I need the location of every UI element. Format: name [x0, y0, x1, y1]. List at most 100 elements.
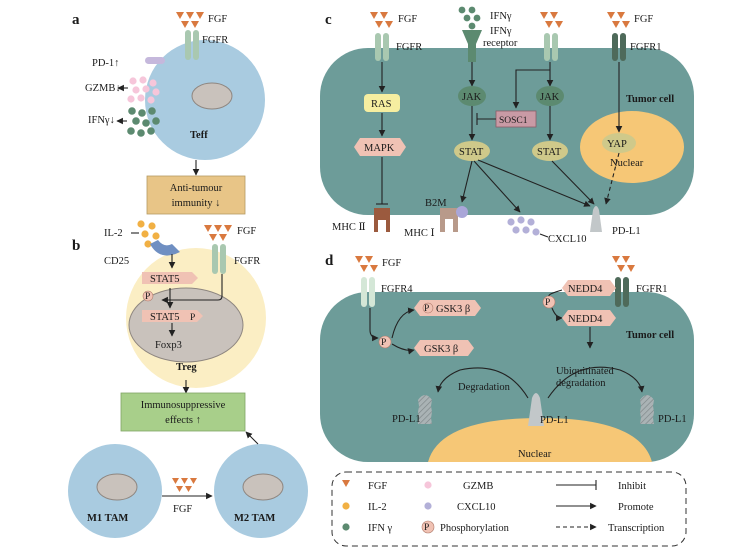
foxp3-label: Foxp3 — [155, 340, 182, 351]
nuclear-d — [428, 418, 652, 462]
teff-label: Teff — [190, 130, 208, 141]
stat5-nuclear-p: P — [190, 313, 195, 323]
nedd4-bottom-box — [562, 310, 616, 326]
yap-node — [602, 133, 636, 153]
ras-box — [364, 94, 400, 112]
fgf-label: FGF — [208, 14, 227, 25]
ifng-receptor-line1: IFNγ — [490, 26, 512, 37]
mapk-label: MAPK — [364, 143, 395, 154]
pdl1-c-label: PD-L1 — [612, 226, 641, 237]
mhc2-icon — [374, 208, 390, 232]
tumor-cell-d — [320, 292, 694, 462]
cxcl10-label: CXCL10 — [548, 234, 587, 245]
legend-phos-label: Phosphorylation — [440, 523, 510, 534]
stat-to-cxcl10-arrow — [473, 160, 521, 213]
fgf-ligand-icon — [176, 12, 204, 28]
jak-right-node — [536, 86, 564, 106]
m1-nucleus — [96, 473, 138, 501]
stat-left-to-pdl1-arrow — [477, 159, 591, 207]
fgf-c3-label: FGF — [634, 14, 653, 25]
legend-il2-icon — [342, 502, 350, 510]
legend-fgf-label: FGF — [368, 481, 387, 492]
ubiq-line2: degradation — [556, 378, 606, 389]
panel-a-letter: a — [72, 12, 80, 28]
degradation-arc-arrow — [435, 367, 529, 399]
anti-tumour-line2: immunity ↓ — [172, 198, 221, 209]
panel-a: a FGF FGFR Teff PD-1↑ GZMB↓ — [72, 12, 265, 215]
legend-phos-symbol: P — [424, 523, 429, 533]
fgf-ligand-icon-d1 — [355, 256, 378, 272]
panel-c: c Tumor cell Nuclear FGF FGFR IFNγ IFNγ … — [320, 6, 694, 245]
legend-cxcl10-icon — [424, 502, 432, 510]
mapk-box — [354, 138, 406, 156]
stat-to-b2m-arrow — [460, 160, 473, 203]
stat-left-node — [454, 141, 490, 161]
stat-right-node — [532, 141, 568, 161]
teff-nucleus — [191, 82, 233, 110]
legend-il2-label: IL-2 — [368, 502, 387, 513]
phospho-icon-d1 — [378, 335, 392, 349]
b2m-label: B2M — [425, 198, 447, 209]
stat5-nuclear-label: STAT5 — [150, 312, 180, 323]
fgfr-receptor-icon-c1 — [375, 33, 389, 61]
cd25-receptor-icon — [150, 240, 180, 256]
treg-nucleus — [128, 287, 244, 363]
fgfr1-c-label: FGFR1 — [630, 42, 662, 53]
stat5-nuclear-box — [142, 310, 203, 322]
fgfr4-to-p-arrow — [369, 308, 379, 342]
legend-ifng-icon — [342, 523, 350, 531]
mhc2-label: MHC Ⅱ — [332, 222, 366, 233]
cd25-label: CD25 — [104, 256, 129, 267]
immunosuppressive-line1: Immunosuppressive — [141, 400, 226, 411]
fgfr-receptor-icon-b — [212, 244, 226, 274]
fgf-ligand-icon-c2 — [540, 12, 563, 28]
tumor-cell-d-label: Tumor cell — [626, 330, 674, 341]
mhc1-icon — [440, 208, 458, 232]
gzmb-granules-icon — [127, 76, 160, 104]
panel-d-letter: d — [325, 253, 334, 269]
legend-promote-label: Promote — [618, 502, 654, 513]
fgfr1-d-label: FGFR1 — [636, 284, 668, 295]
pdl1-degraded-right-icon — [640, 395, 654, 424]
fgfr-receptor-icon-c2 — [544, 33, 558, 61]
gzmb-label: GZMB↓ — [85, 83, 121, 94]
fgf-ligand-icon-c1 — [370, 12, 393, 28]
ifng-receptor-icon — [462, 30, 482, 62]
fgfr-receptor-icon — [185, 30, 199, 60]
m1-tam-label: M1 TAM — [87, 513, 128, 524]
m2-tam-label: M2 TAM — [234, 513, 275, 524]
pdl1-c-icon — [590, 206, 602, 232]
immunosuppressive-box — [120, 392, 246, 432]
stat5-label: STAT5 — [150, 274, 180, 285]
gsk-bottom-box — [414, 340, 474, 356]
fgf-ligand-icon-c3 — [607, 12, 630, 28]
legend-gzmb-icon — [424, 481, 432, 489]
yap-label: YAP — [607, 139, 627, 150]
panel-c-letter: c — [325, 12, 332, 28]
nedd4-top-box — [562, 280, 616, 296]
fgfr4-label: FGFR4 — [381, 284, 413, 295]
immunosuppressive-line2: effects ↑ — [165, 415, 201, 426]
legend-inhibit-label: Inhibit — [618, 481, 646, 492]
legend-phos-icon — [421, 520, 435, 534]
legend: FGF IL-2 IFN γ GZMB CXCL10 P Phosphoryla… — [331, 471, 687, 547]
panel-b-letter: b — [72, 238, 80, 254]
jak-right-label: JAK — [540, 92, 560, 103]
fgf-label-b: FGF — [237, 226, 256, 237]
pdl1-mid-label: PD-L1 — [540, 415, 569, 426]
jak-left-node — [458, 86, 486, 106]
fgf-ligand-icon-b — [204, 225, 232, 241]
b2m-icon — [456, 206, 468, 218]
stat5-box — [142, 272, 198, 284]
pd1-label: PD-1↑ — [92, 58, 119, 69]
fgf-ligand-icon-tam — [172, 478, 197, 492]
treg-label: Treg — [176, 362, 197, 373]
legend-transcription-label: Transcription — [608, 523, 665, 534]
fgfr-c1-label: FGFR — [396, 42, 422, 53]
yap-transcription-arrow — [604, 152, 620, 205]
stat-right-label: STAT — [537, 147, 562, 158]
ifng-dots-icon — [127, 107, 160, 137]
legend-gzmb-label: GZMB — [463, 481, 493, 492]
stat-right-to-pdl1-arrow — [551, 160, 595, 205]
